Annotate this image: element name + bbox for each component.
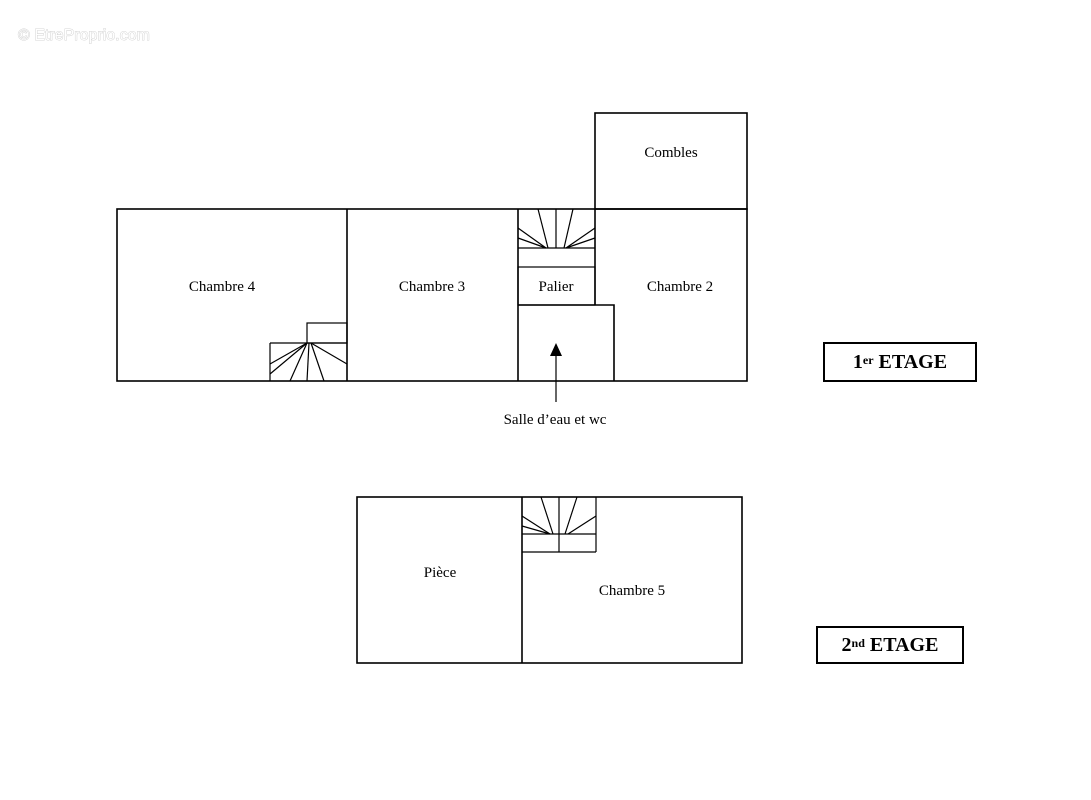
floor-1-outline (116, 208, 748, 382)
floor-2-number: 2 (841, 633, 852, 656)
floor-2-outline (356, 496, 743, 664)
watermark: © EtreProprio.com (18, 27, 150, 44)
label-palier: Palier (539, 279, 574, 295)
floor-1-number: 1 (852, 350, 863, 373)
staircase-icon (521, 496, 597, 553)
label-chambre-2: Chambre 2 (647, 279, 713, 295)
floor-2-text: ETAGE (869, 633, 939, 656)
label-chambre-3: Chambre 3 (399, 279, 465, 295)
palier-box (517, 266, 596, 306)
label-piece: Pièce (424, 565, 457, 581)
floor-1-suffix: er (862, 352, 874, 367)
staircase-icon (517, 208, 596, 249)
floor-1-text: ETAGE (878, 350, 948, 373)
floor-1-plan: Combles Chambre 4 Chambre 3 Palier Chamb… (116, 112, 748, 428)
label-chambre-4: Chambre 4 (189, 279, 256, 295)
label-chambre-5: Chambre 5 (599, 583, 665, 599)
label-combles: Combles (644, 145, 697, 161)
staircase-icon (269, 322, 348, 382)
room-combles (594, 112, 748, 210)
label-salle-d-eau: Salle d’eau et wc (504, 412, 607, 428)
arrow-up-icon (550, 343, 562, 402)
floor-2-plan: Pièce Chambre 5 (356, 496, 743, 664)
floor-2-suffix: nd (851, 635, 865, 650)
room-salle-d-eau (518, 304, 615, 381)
